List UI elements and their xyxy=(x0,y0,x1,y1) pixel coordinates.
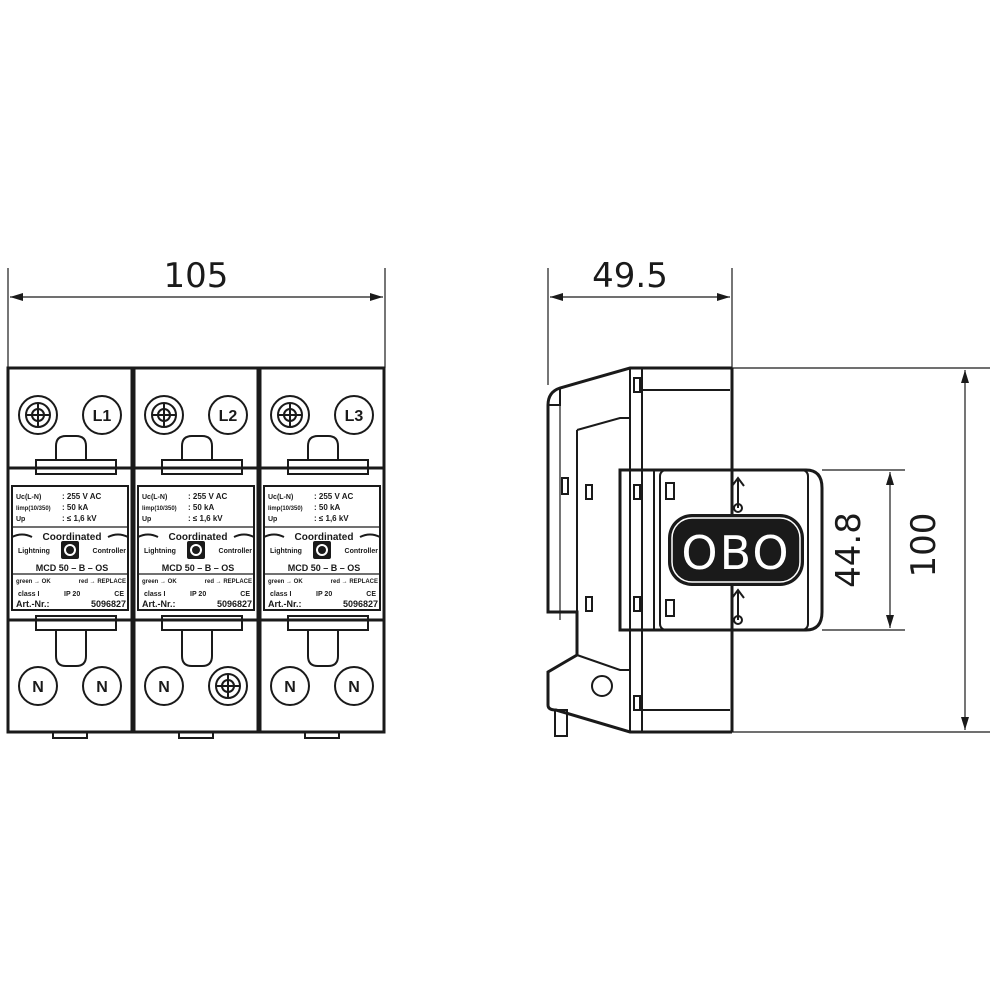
svg-text:Coordinated: Coordinated xyxy=(43,532,102,543)
svg-text:N: N xyxy=(284,679,296,696)
dimension-label-front-width: 105 xyxy=(164,256,229,296)
svg-text:Up: Up xyxy=(142,516,151,523)
svg-text:Art.-Nr.:: Art.-Nr.: xyxy=(16,599,50,609)
svg-text:Art.-Nr.:: Art.-Nr.: xyxy=(268,599,302,609)
terminal-m2-bottom-left: N xyxy=(144,666,184,706)
product-label-3: Uc(L-N) : 255 V AC Iimp(10/350) : 50 kA … xyxy=(263,485,381,611)
svg-text:IP 20: IP 20 xyxy=(316,591,332,598)
svg-text:IP 20: IP 20 xyxy=(64,591,80,598)
svg-text:class I: class I xyxy=(18,591,39,598)
svg-text:: 50 kA: : 50 kA xyxy=(62,503,88,512)
svg-text:: 50 kA: : 50 kA xyxy=(314,503,340,512)
module-3 xyxy=(258,366,386,739)
terminal-m1-top-left xyxy=(18,395,58,435)
svg-text:N: N xyxy=(96,679,108,696)
terminal-m3-bottom-left: N xyxy=(270,666,310,706)
svg-text:CE: CE xyxy=(366,591,376,598)
svg-text:red → REPLACE: red → REPLACE xyxy=(205,579,252,585)
svg-text:Lightning: Lightning xyxy=(18,548,50,555)
svg-text:CE: CE xyxy=(114,591,124,598)
svg-text:MCD 50 – B – OS: MCD 50 – B – OS xyxy=(288,563,361,573)
svg-text:Lightning: Lightning xyxy=(144,548,176,555)
terminal-m3-top-left xyxy=(270,395,310,435)
svg-text:L1: L1 xyxy=(93,408,112,425)
svg-text:N: N xyxy=(348,679,360,696)
dimension-label-module-height: 44.8 xyxy=(829,512,869,588)
svg-text:Lightning: Lightning xyxy=(270,548,302,555)
svg-text:Controller: Controller xyxy=(219,548,253,555)
svg-text:: ≤ 1,6 kV: : ≤ 1,6 kV xyxy=(188,514,223,523)
svg-text:MCD 50 – B – OS: MCD 50 – B – OS xyxy=(162,563,235,573)
svg-text:class I: class I xyxy=(270,591,291,598)
svg-text:N: N xyxy=(32,679,44,696)
svg-text:IP 20: IP 20 xyxy=(190,591,206,598)
svg-text:Iimp(10/350): Iimp(10/350) xyxy=(142,506,177,512)
svg-text:: ≤ 1,6 kV: : ≤ 1,6 kV xyxy=(62,514,97,523)
side-view: 49.5 xyxy=(546,256,990,737)
svg-text:: ≤ 1,6 kV: : ≤ 1,6 kV xyxy=(314,514,349,523)
side-housing xyxy=(546,366,734,737)
svg-text:green → OK: green → OK xyxy=(16,579,51,585)
svg-text:Uc(L-N): Uc(L-N) xyxy=(268,494,293,501)
svg-text:CE: CE xyxy=(240,591,250,598)
dimension-side-width: 49.5 xyxy=(547,256,733,385)
svg-text:green → OK: green → OK xyxy=(142,579,177,585)
svg-text:L3: L3 xyxy=(345,408,364,425)
svg-text:Uc(L-N): Uc(L-N) xyxy=(142,494,167,501)
product-label-1: Uc(L-N) : 255 V AC Iimp(10/350) : 50 kA … xyxy=(11,485,129,611)
svg-text:Art.-Nr.:: Art.-Nr.: xyxy=(142,599,176,609)
dimension-front-width: 105 xyxy=(7,256,386,368)
module-2 xyxy=(132,366,260,739)
svg-text:5096827: 5096827 xyxy=(91,599,126,609)
svg-text:class I: class I xyxy=(144,591,165,598)
terminal-m2-bottom-right xyxy=(208,666,248,706)
svg-text:: 255 V AC: : 255 V AC xyxy=(62,492,101,501)
svg-text:Up: Up xyxy=(268,516,277,523)
svg-text:Iimp(10/350): Iimp(10/350) xyxy=(16,506,51,512)
svg-text:Coordinated: Coordinated xyxy=(169,532,228,543)
terminal-m1-top-right: L1 xyxy=(82,395,122,435)
svg-text:5096827: 5096827 xyxy=(217,599,252,609)
svg-text:L2: L2 xyxy=(219,408,238,425)
terminal-m3-bottom-right: N xyxy=(334,666,374,706)
dimension-label-side-width: 49.5 xyxy=(592,256,668,296)
svg-text:: 50 kA: : 50 kA xyxy=(188,503,214,512)
module-1 xyxy=(6,366,134,739)
product-label-2: Uc(L-N) : 255 V AC Iimp(10/350) : 50 kA … xyxy=(137,485,255,611)
dimension-label-total-height: 100 xyxy=(904,513,944,578)
svg-text:5096827: 5096827 xyxy=(343,599,378,609)
svg-text:Controller: Controller xyxy=(93,548,127,555)
svg-text:Up: Up xyxy=(16,516,25,523)
svg-text:: 255 V AC: : 255 V AC xyxy=(188,492,227,501)
svg-text:N: N xyxy=(158,679,170,696)
terminal-m2-top-right: L2 xyxy=(208,395,248,435)
svg-text:MCD 50 – B – OS: MCD 50 – B – OS xyxy=(36,563,109,573)
svg-text:: 255 V AC: : 255 V AC xyxy=(314,492,353,501)
terminal-m1-bottom-left: N xyxy=(18,666,58,706)
front-view: 105 xyxy=(6,256,386,739)
svg-text:green → OK: green → OK xyxy=(268,579,303,585)
obo-logo: OBO xyxy=(681,526,790,580)
side-plug-module: OBO xyxy=(618,468,824,632)
svg-text:red → REPLACE: red → REPLACE xyxy=(79,579,126,585)
terminal-m1-bottom-right: N xyxy=(82,666,122,706)
svg-text:red → REPLACE: red → REPLACE xyxy=(331,579,378,585)
svg-text:Iimp(10/350): Iimp(10/350) xyxy=(268,506,303,512)
svg-text:Coordinated: Coordinated xyxy=(295,532,354,543)
terminal-m2-top-left xyxy=(144,395,184,435)
svg-text:Controller: Controller xyxy=(345,548,379,555)
terminal-m3-top-right: L3 xyxy=(334,395,374,435)
dimension-module-height: 44.8 xyxy=(822,469,905,631)
svg-text:Uc(L-N): Uc(L-N) xyxy=(16,494,41,501)
dimension-total-height: 100 xyxy=(732,367,990,733)
